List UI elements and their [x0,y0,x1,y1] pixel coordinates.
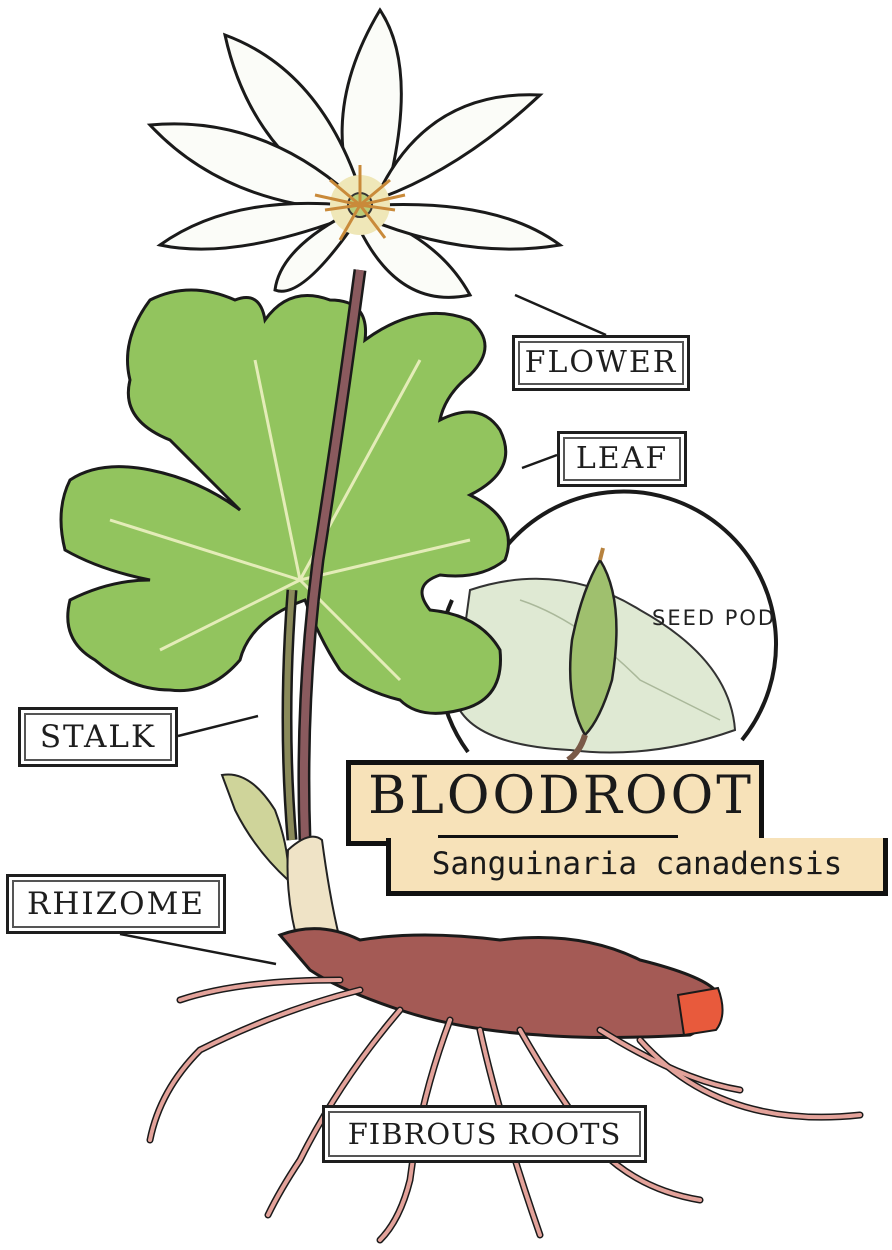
label-rhizome: RHIZOME [6,874,226,934]
label-stalk: STALK [18,707,178,767]
label-flower: FLOWER [512,335,690,391]
label-fibrous-roots: FIBROUS ROOTS [322,1105,647,1163]
scientific-name: Sanguinaria canadensis [392,846,882,882]
title-underline [438,835,678,838]
label-seed-pod: SEED POD [652,606,776,630]
rhizome-icon [280,929,723,1038]
page-title: BLOODROOT [366,766,756,826]
label-leaf: LEAF [557,431,687,487]
flower-icon [150,10,560,297]
